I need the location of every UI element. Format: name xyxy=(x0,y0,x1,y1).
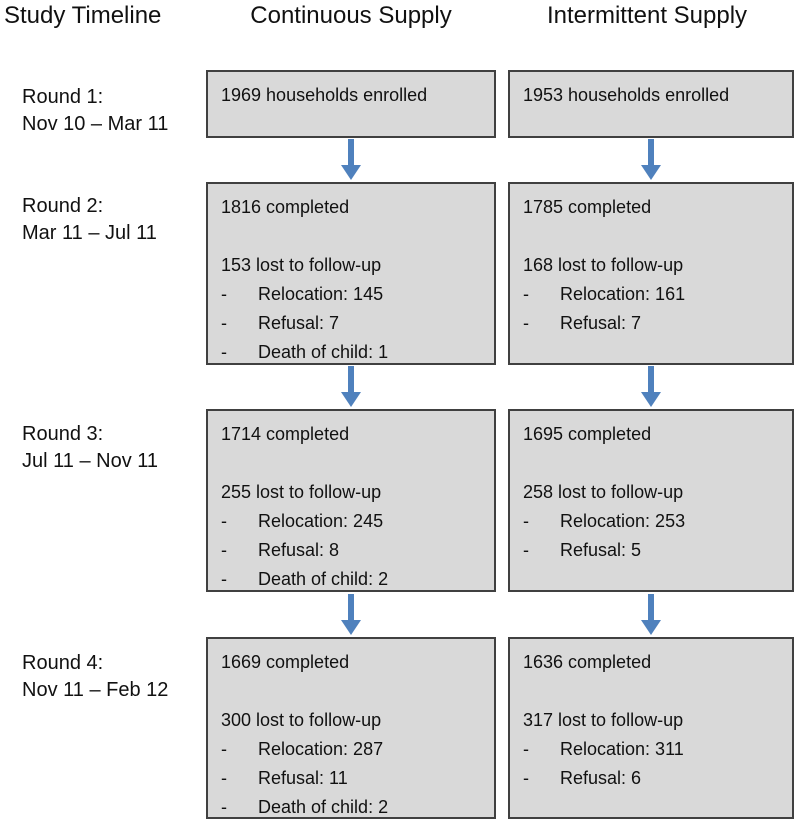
loss-reason-text: Death of child: 2 xyxy=(258,797,389,817)
completed-count: 1714 completed xyxy=(221,424,350,444)
loss-reason-text: Refusal: 7 xyxy=(560,313,642,333)
round-3-label: Round 3: Jul 11 – Nov 11 xyxy=(22,421,158,475)
round-dates: Nov 11 – Feb 12 xyxy=(22,679,169,701)
bullet-dash: - xyxy=(221,569,227,589)
round-name: Round 4: xyxy=(22,652,104,674)
bullet-dash: - xyxy=(523,768,529,788)
loss-reason: - Refusal: 5 xyxy=(523,536,779,565)
spacer xyxy=(221,449,481,478)
spacer xyxy=(523,677,779,706)
loss-reason-text: Death of child: 1 xyxy=(258,342,389,362)
round-1-label: Round 1: Nov 10 – Mar 11 xyxy=(22,84,168,138)
round-name: Round 2: xyxy=(22,195,104,217)
lost-count: 153 lost to follow-up xyxy=(221,255,382,275)
box-round4-intermittent: 1636 completed 317 lost to follow-up - Re… xyxy=(508,637,794,819)
lost-count: 255 lost to follow-up xyxy=(221,482,382,502)
bullet-dash: - xyxy=(221,511,227,531)
loss-reason-text: Death of child: 2 xyxy=(258,569,389,589)
loss-reason-text: Refusal: 6 xyxy=(560,768,642,788)
loss-reason: - Refusal: 7 xyxy=(221,309,481,338)
round-name: Round 1: xyxy=(22,86,104,108)
spacer xyxy=(221,222,481,251)
spacer xyxy=(523,449,779,478)
bullet-dash: - xyxy=(221,797,227,817)
enrolled-count: 1953 households enrolled xyxy=(523,85,730,105)
intermittent-supply-header: Intermittent Supply xyxy=(546,2,748,29)
lost-count: 300 lost to follow-up xyxy=(221,710,382,730)
loss-reason: - Refusal: 8 xyxy=(221,536,481,565)
lost-count: 317 lost to follow-up xyxy=(523,710,684,730)
box-round1-intermittent: 1953 households enrolled xyxy=(508,70,794,138)
round-dates: Jul 11 – Nov 11 xyxy=(22,450,159,472)
bullet-dash: - xyxy=(523,284,529,304)
loss-reason: - Refusal: 6 xyxy=(523,764,779,793)
down-arrow-icon xyxy=(341,366,361,407)
loss-reason: - Death of child: 1 xyxy=(221,338,481,367)
down-arrow-icon xyxy=(641,139,661,180)
round-dates: Mar 11 – Jul 11 xyxy=(22,222,157,244)
continuous-supply-header: Continuous Supply xyxy=(250,2,452,29)
loss-reason: - Relocation: 253 xyxy=(523,507,779,536)
loss-reason: - Refusal: 11 xyxy=(221,764,481,793)
completed-count: 1669 completed xyxy=(221,652,350,672)
loss-reason: - Relocation: 311 xyxy=(523,735,779,764)
bullet-dash: - xyxy=(221,284,227,304)
box-round2-continuous: 1816 completed 153 lost to follow-up - Re… xyxy=(206,182,496,365)
loss-reason-text: Relocation: 245 xyxy=(258,511,384,531)
loss-reason-text: Relocation: 253 xyxy=(560,511,686,531)
enrolled-count: 1969 households enrolled xyxy=(221,85,428,105)
bullet-dash: - xyxy=(221,739,227,759)
box-round2-intermittent: 1785 completed 168 lost to follow-up - Re… xyxy=(508,182,794,365)
loss-reason: - Relocation: 245 xyxy=(221,507,481,536)
loss-reason: - Relocation: 161 xyxy=(523,280,779,309)
loss-reason: - Death of child: 2 xyxy=(221,565,481,594)
bullet-dash: - xyxy=(221,313,227,333)
round-4-label: Round 4: Nov 11 – Feb 12 xyxy=(22,650,168,704)
bullet-dash: - xyxy=(221,540,227,560)
completed-count: 1695 completed xyxy=(523,424,652,444)
loss-reason-text: Refusal: 7 xyxy=(258,313,340,333)
loss-reason-text: Refusal: 8 xyxy=(258,540,340,560)
down-arrow-icon xyxy=(341,594,361,635)
bullet-dash: - xyxy=(523,511,529,531)
round-name: Round 3: xyxy=(22,423,104,445)
loss-reason: - Refusal: 7 xyxy=(523,309,779,338)
round-2-label: Round 2: Mar 11 – Jul 11 xyxy=(22,193,157,247)
loss-reason-text: Refusal: 11 xyxy=(258,768,348,788)
loss-reason-text: Refusal: 5 xyxy=(560,540,642,560)
completed-count: 1816 completed xyxy=(221,197,350,217)
down-arrow-icon xyxy=(641,594,661,635)
spacer xyxy=(523,222,779,251)
study-timeline-header: Study Timeline xyxy=(4,2,162,29)
box-round1-continuous: 1969 households enrolled xyxy=(206,70,496,138)
spacer xyxy=(221,677,481,706)
round-dates: Nov 10 – Mar 11 xyxy=(22,113,169,135)
down-arrow-icon xyxy=(641,366,661,407)
loss-reason-text: Relocation: 161 xyxy=(560,284,686,304)
loss-reason-text: Relocation: 145 xyxy=(258,284,384,304)
box-round3-intermittent: 1695 completed 258 lost to follow-up - Re… xyxy=(508,409,794,592)
bullet-dash: - xyxy=(523,540,529,560)
lost-count: 258 lost to follow-up xyxy=(523,482,684,502)
loss-reason: - Relocation: 287 xyxy=(221,735,481,764)
loss-reason: - Death of child: 2 xyxy=(221,793,481,822)
box-round4-continuous: 1669 completed 300 lost to follow-up - Re… xyxy=(206,637,496,819)
bullet-dash: - xyxy=(221,768,227,788)
loss-reason: - Relocation: 145 xyxy=(221,280,481,309)
bullet-dash: - xyxy=(221,342,227,362)
completed-count: 1785 completed xyxy=(523,197,652,217)
down-arrow-icon xyxy=(341,139,361,180)
bullet-dash: - xyxy=(523,739,529,759)
box-round3-continuous: 1714 completed 255 lost to follow-up - Re… xyxy=(206,409,496,592)
loss-reason-text: Relocation: 311 xyxy=(560,739,684,759)
bullet-dash: - xyxy=(523,313,529,333)
completed-count: 1636 completed xyxy=(523,652,652,672)
loss-reason-text: Relocation: 287 xyxy=(258,739,384,759)
lost-count: 168 lost to follow-up xyxy=(523,255,684,275)
